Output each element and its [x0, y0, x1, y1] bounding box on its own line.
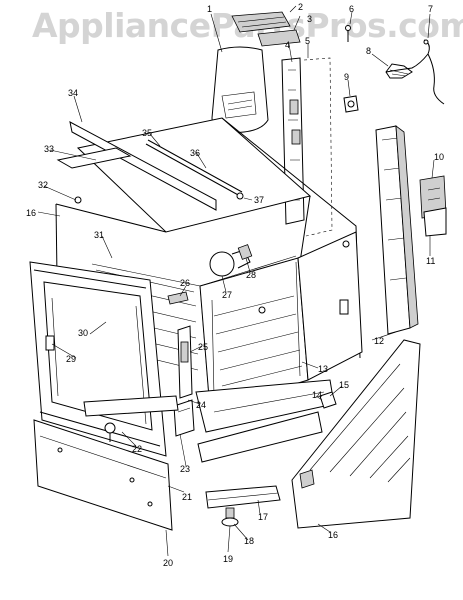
callout-26: 26 [180, 278, 190, 288]
screw-part [345, 25, 351, 42]
callout-10: 10 [434, 152, 444, 162]
top-trim-part [69, 121, 217, 211]
callout-8: 8 [366, 46, 371, 56]
callout-5: 5 [305, 36, 310, 46]
callout-30: 30 [78, 328, 88, 338]
small-bracket-part [319, 391, 337, 409]
callout-6: 6 [349, 4, 354, 14]
callout-18: 18 [244, 536, 254, 546]
rear-right-panel-part [297, 231, 363, 381]
callout-11: 11 [426, 256, 435, 266]
hinge-pocket-part [173, 399, 195, 437]
wire-harness-part [385, 39, 445, 105]
callout-labels: 1 2 3 4 5 6 7 8 9 10 11 12 13 14 15 16 1… [26, 2, 444, 568]
callout-20: 20 [163, 558, 173, 568]
top-sheet-part [56, 147, 132, 169]
callout-32: 32 [38, 180, 48, 190]
bottom-bar-part [83, 395, 179, 442]
kick-plate-part [197, 411, 323, 463]
callout-14: 14 [312, 390, 322, 400]
callout-28: 28 [246, 270, 256, 280]
callout-16-side: 16 [328, 530, 338, 540]
callout-22: 22 [132, 444, 142, 454]
callout-36: 36 [190, 148, 200, 158]
callout-23: 23 [180, 464, 190, 474]
floor-pan-part [195, 379, 335, 433]
callout-33: 33 [44, 144, 54, 154]
callout-27: 27 [222, 290, 232, 300]
callout-1: 1 [207, 4, 212, 14]
callout-19: 19 [223, 554, 233, 564]
light-assembly-part [209, 244, 253, 277]
callout-31: 31 [94, 230, 104, 240]
callout-21: 21 [182, 492, 192, 502]
rear-panel-outline [303, 57, 333, 237]
callout-12: 12 [374, 336, 384, 346]
callout-13: 13 [318, 364, 328, 374]
callout-37: 37 [254, 195, 264, 205]
side-channel-part [375, 125, 419, 335]
cabinet-screw-part [74, 196, 82, 204]
callout-24: 24 [196, 400, 206, 410]
hinge-part [177, 325, 193, 399]
callout-7: 7 [428, 4, 433, 14]
bottom-front-panel-part [33, 419, 173, 531]
side-wrap-panel-part [291, 339, 421, 529]
callout-35: 35 [142, 128, 152, 138]
callout-34: 34 [68, 88, 78, 98]
callout-9: 9 [344, 72, 349, 82]
callout-25: 25 [198, 342, 208, 352]
callout-2: 2 [298, 2, 303, 12]
callout-15: 15 [339, 380, 349, 390]
bottom-rail-part [205, 485, 281, 509]
callout-16-cabinet: 16 [26, 208, 36, 218]
grommet-part [343, 95, 359, 113]
leveling-leg-part [221, 507, 239, 527]
leader-lines [37, 5, 435, 557]
callout-17: 17 [258, 512, 268, 522]
top-bracket-part [231, 11, 301, 47]
rod-part [145, 139, 244, 200]
callout-3: 3 [307, 14, 312, 24]
callout-29: 29 [66, 354, 76, 364]
callout-4: 4 [285, 40, 290, 50]
side-bracket-part [419, 175, 447, 237]
clip-part [167, 291, 189, 305]
